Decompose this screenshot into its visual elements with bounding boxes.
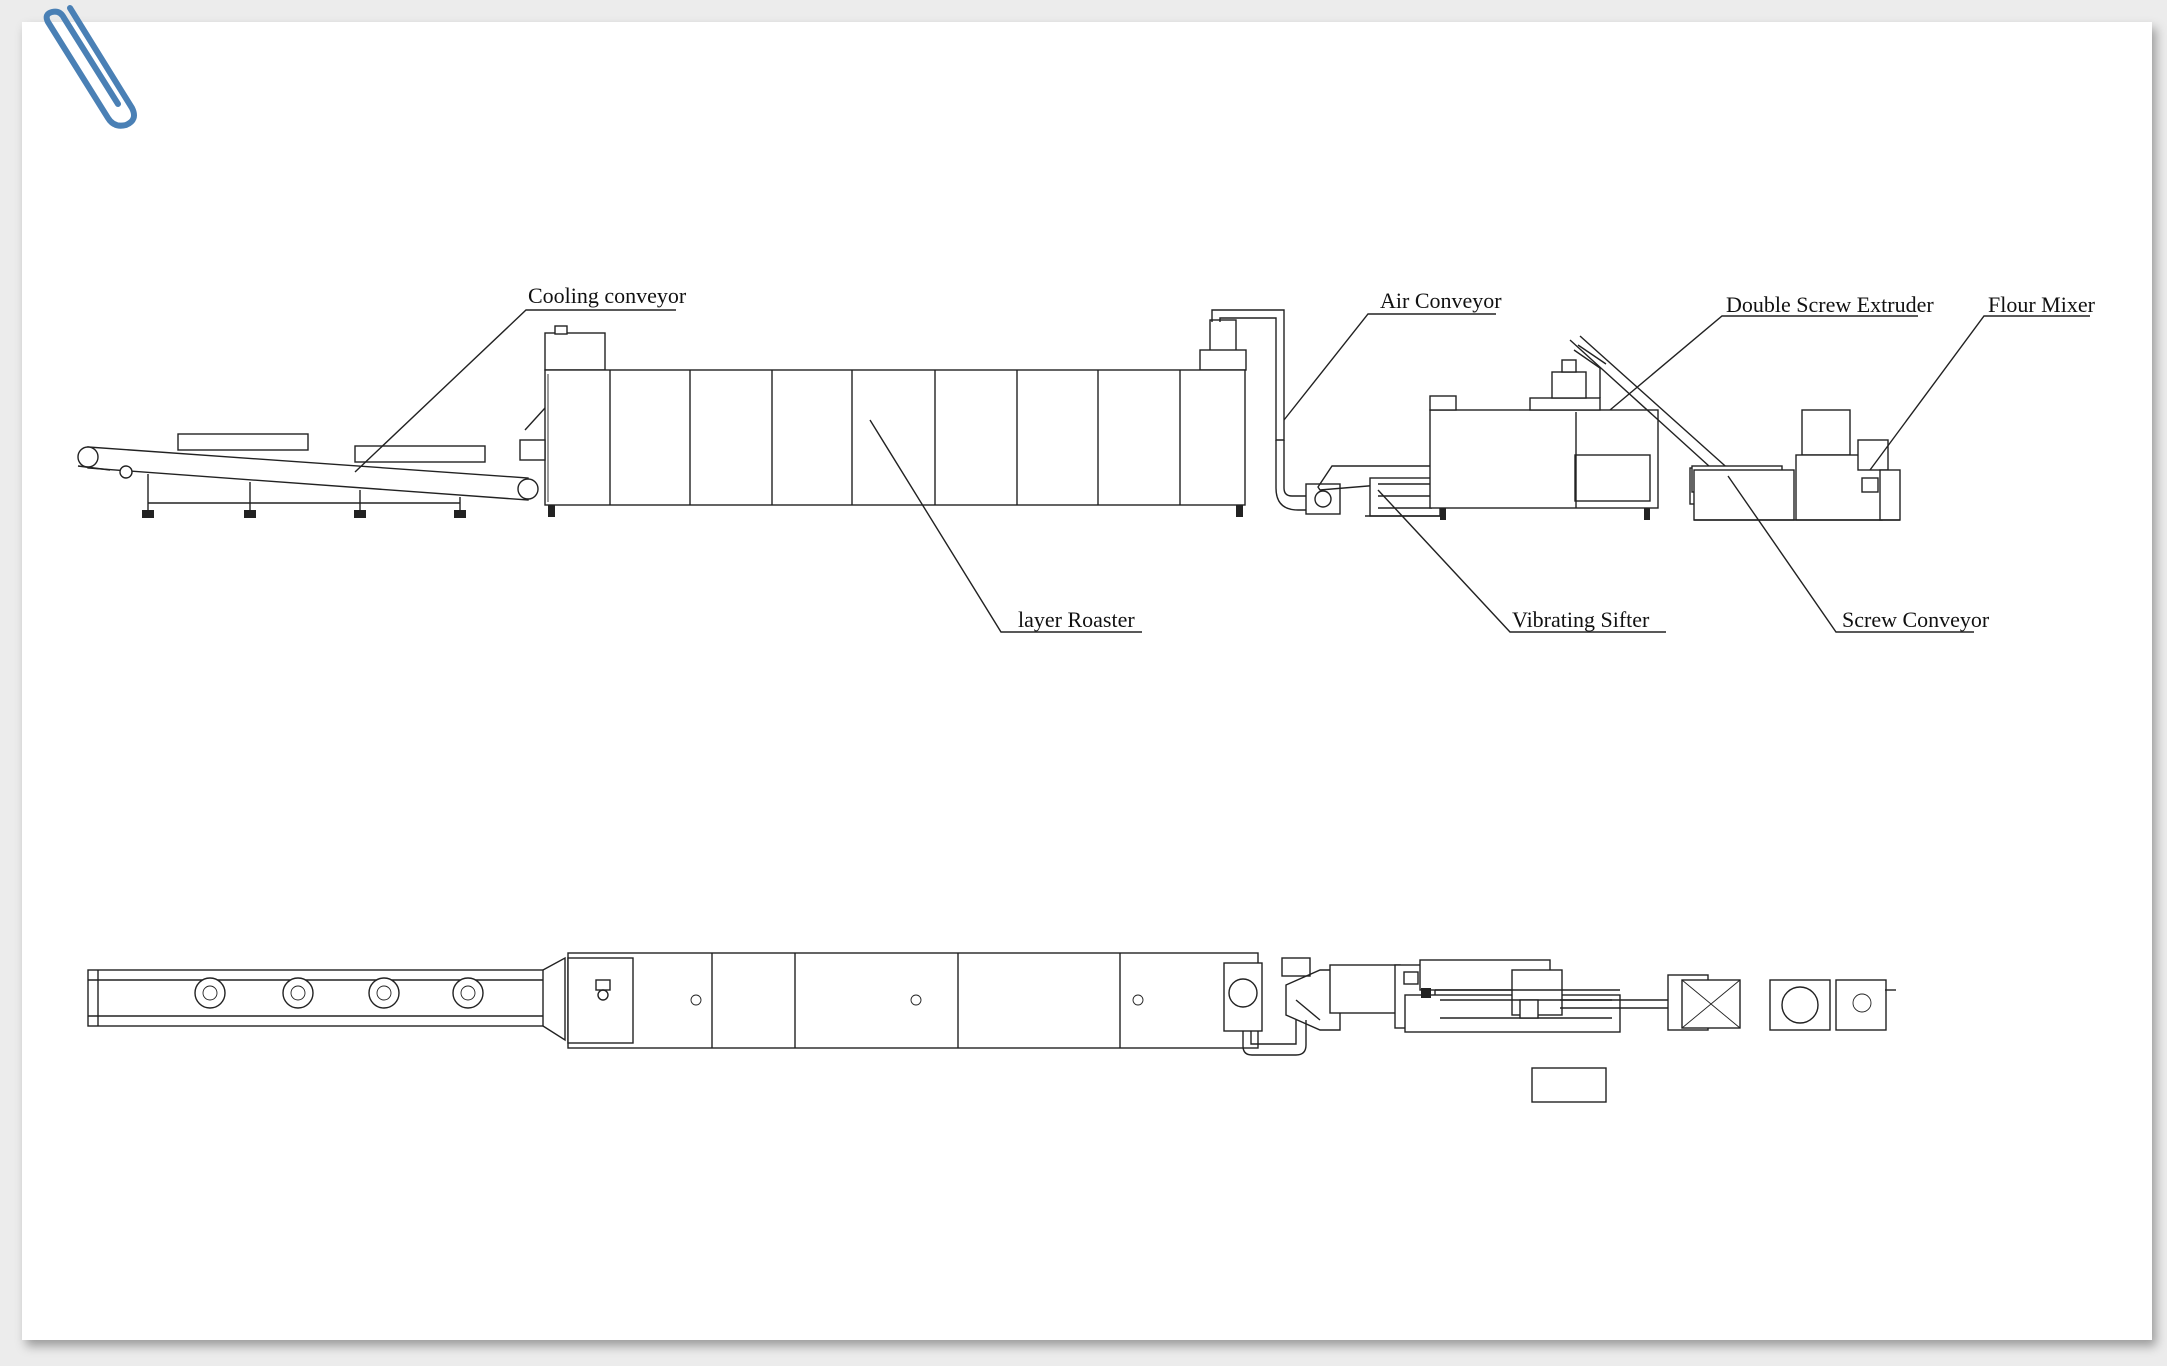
label-flour-mixer: Flour Mixer <box>1988 292 2096 317</box>
paperclip-icon <box>43 5 137 129</box>
layer-roaster-side <box>519 319 1247 517</box>
label-double-screw-extruder: Double Screw Extruder <box>1726 292 1934 317</box>
air-conveyor-plan <box>1223 957 1311 1056</box>
side-elevation-view <box>77 309 2090 633</box>
side-elevation-leaders <box>354 309 2090 633</box>
label-screw-conveyor: Screw Conveyor <box>1842 607 1990 632</box>
label-vibrating-sifter: Vibrating Sifter <box>1512 607 1650 632</box>
layer-roaster-plan <box>567 952 1259 1049</box>
double-screw-extruder-plan <box>1394 959 1621 1033</box>
cooling-conveyor-side <box>77 433 539 518</box>
vibrating-sifter-side <box>1317 465 1445 517</box>
top-plan-view <box>87 952 1896 1103</box>
air-conveyor-side <box>1211 309 1341 515</box>
label-air-conveyor: Air Conveyor <box>1380 288 1502 313</box>
label-layer-roaster: layer Roaster <box>1018 607 1135 632</box>
cooling-conveyor-plan <box>87 956 566 1042</box>
control-cabinet-plan <box>1531 1067 1607 1103</box>
screw-conveyor-plan <box>1560 999 1668 1009</box>
double-screw-extruder-side <box>1429 344 1659 520</box>
drawing-sheet <box>22 22 2152 1340</box>
equipment-labels: Cooling conveyor Air Conveyor Double Scr… <box>528 283 2096 632</box>
flour-mixer-side <box>1693 409 1901 521</box>
flour-mixer-plan <box>1667 974 1896 1031</box>
label-cooling-conveyor: Cooling conveyor <box>528 283 687 308</box>
vibrating-sifter-plan <box>1285 964 1401 1031</box>
